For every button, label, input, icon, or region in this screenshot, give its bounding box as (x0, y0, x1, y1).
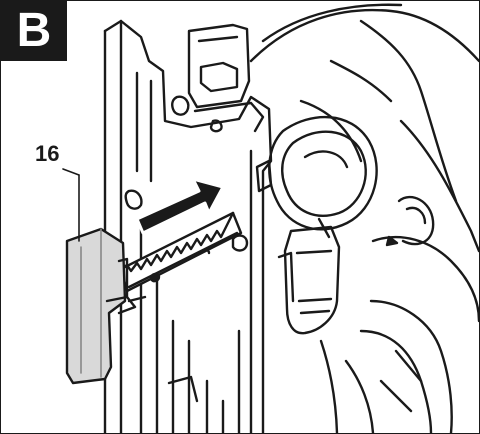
saw-blade (119, 211, 249, 293)
upper-bracket (187, 23, 265, 133)
tool-housing (249, 3, 479, 433)
blade-guard-part (65, 227, 137, 385)
callout-leader-line (62, 168, 80, 176)
clamp-arm (277, 217, 341, 335)
base-plate (103, 19, 273, 433)
blade-lever (268, 115, 378, 231)
step-label-badge: B (1, 1, 67, 61)
direction-arrow-icon (135, 177, 225, 235)
callout-number-16: 16 (35, 141, 60, 166)
